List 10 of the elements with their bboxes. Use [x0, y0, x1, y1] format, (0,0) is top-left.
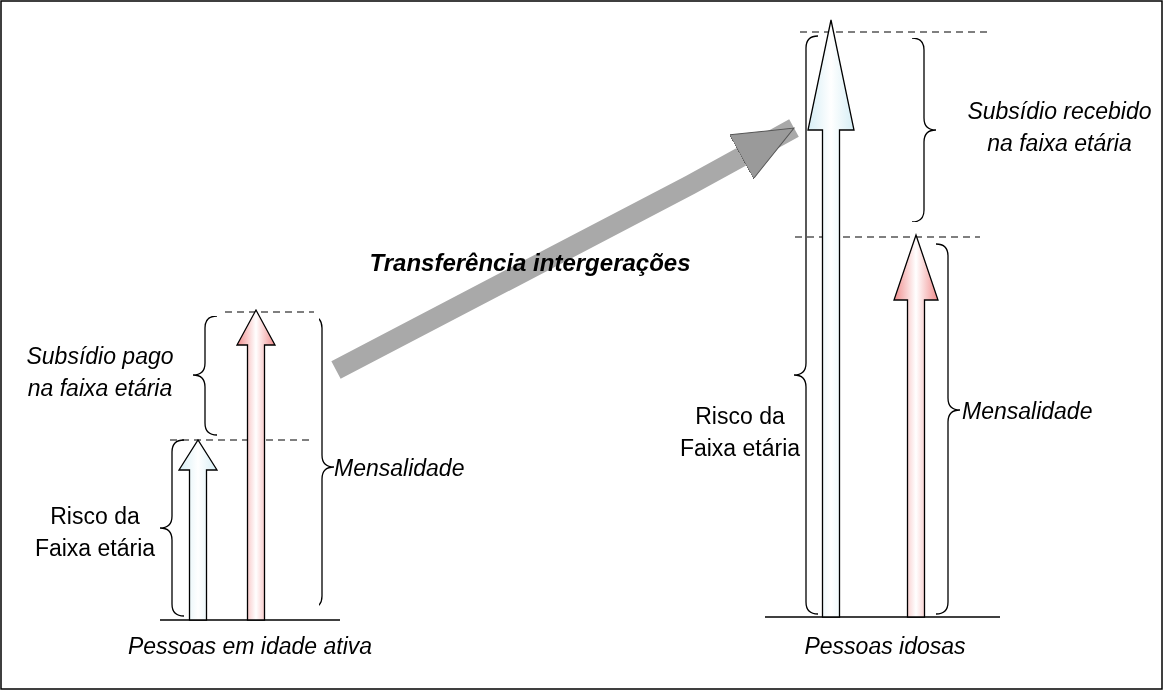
- transfer-arrow: [331, 119, 799, 379]
- annotation-text: Mensalidade: [962, 397, 1094, 426]
- annotation-text: Subsídio recebido na faixa etária: [966, 97, 1153, 158]
- annotation-text: Pessoas idosas: [803, 632, 967, 661]
- annotation-text: Subsídio pago na faixa etária: [25, 342, 175, 403]
- annotation-text: Risco da Faixa etária: [678, 402, 802, 463]
- edge-label: Transferência intergerações: [368, 248, 692, 278]
- annotation-text: Pessoas em idade ativa: [126, 632, 374, 661]
- annotation-text: Risco da Faixa etária: [33, 502, 157, 563]
- annotation-text: Mensalidade: [334, 454, 466, 483]
